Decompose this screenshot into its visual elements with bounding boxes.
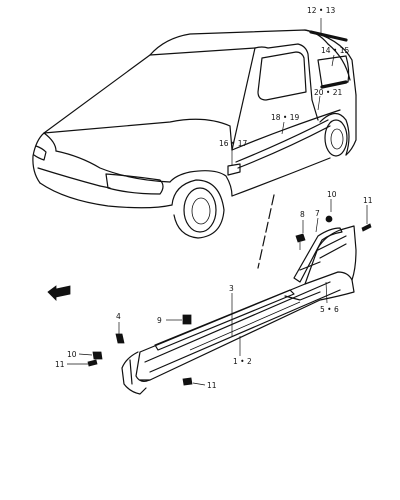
label-8: 8 (300, 210, 305, 219)
label-10-top: 10 (327, 190, 337, 199)
clip-icon (182, 314, 192, 325)
label-11-bottom: 11 (207, 381, 217, 390)
label-11-top: 11 (363, 196, 373, 205)
sill-molding (154, 289, 295, 351)
clip-icon (92, 351, 103, 360)
label-7: 7 (315, 209, 320, 218)
clip-icon (295, 233, 306, 250)
label-20-21: 20 • 21 (314, 88, 343, 97)
label-16-17: 16 • 17 (219, 139, 248, 148)
label-9: 9 (157, 316, 162, 325)
label-10-left: 10 (67, 350, 77, 359)
label-18-19: 18 • 19 (271, 113, 300, 122)
side-sill-panel (135, 271, 355, 382)
upper-rear-garnish (293, 227, 343, 283)
quarter-window-molding (320, 80, 348, 89)
clip-icon (115, 333, 125, 344)
label-12-13: 12 • 13 (307, 6, 336, 15)
leader-lines (67, 18, 368, 386)
front-fender-molding (227, 163, 241, 176)
guide-line (257, 194, 275, 269)
front-arrow-icon (47, 285, 71, 301)
label-1-2: 1 • 2 (233, 357, 252, 366)
roof-molding (309, 30, 348, 42)
screw-icon (87, 359, 98, 367)
label-5-6: 5 • 6 (320, 305, 339, 314)
front-sill-extension (121, 351, 151, 395)
clip-icon (325, 215, 333, 223)
rear-sill-extension (299, 225, 357, 285)
label-3: 3 (229, 284, 234, 293)
label-4: 4 (116, 312, 121, 321)
label-11-left: 11 (55, 360, 65, 369)
door-side-molding (235, 119, 331, 169)
label-14-15: 14 • 15 (321, 46, 350, 55)
car-body-outline (32, 29, 357, 239)
screw-icon (361, 223, 372, 232)
screw-icon (182, 377, 193, 386)
